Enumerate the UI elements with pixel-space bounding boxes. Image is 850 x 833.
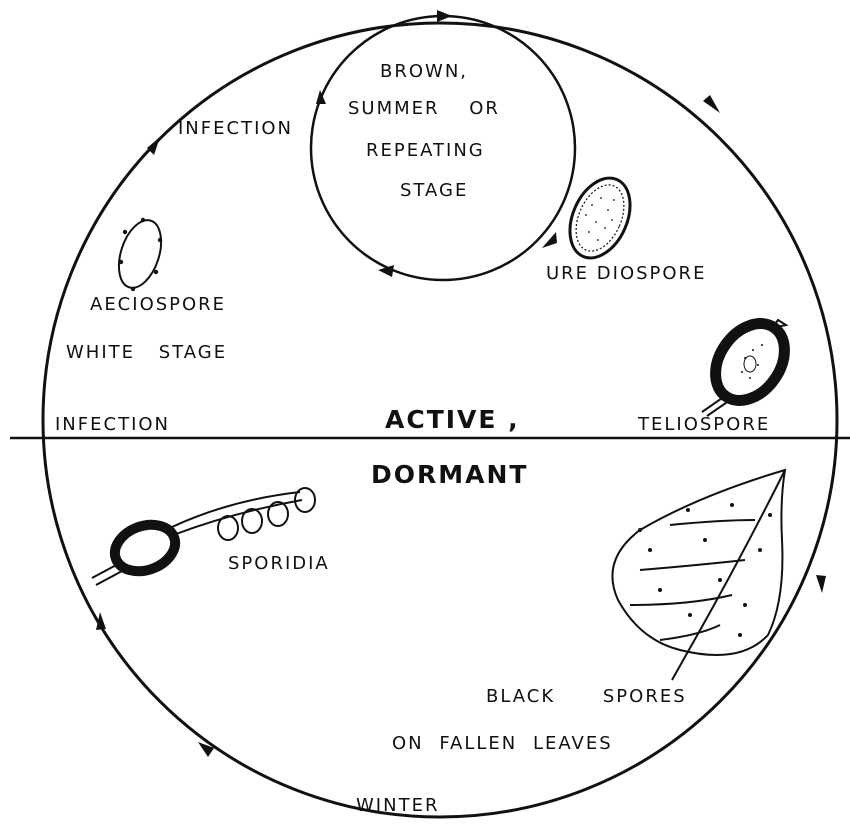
arrow-head-right (816, 575, 826, 593)
arrow-head-top-right (703, 95, 720, 113)
active-label: ACTIVE , (385, 407, 520, 432)
arrow-head-inner-top (437, 10, 452, 22)
on-fallen-leaves-label: ON FALLEN LEAVES (392, 735, 613, 753)
urediospore-label: URE DIOSPORE (546, 265, 706, 283)
summer-stage-line-1: BROWN, (380, 63, 468, 81)
white-stage-label: WHITE STAGE (66, 344, 227, 362)
infection-top-label: INFECTION (178, 120, 293, 138)
summer-stage-line-4: STAGE (400, 182, 468, 200)
infection-left-label: INFECTION (55, 416, 170, 434)
teliospore-drawing (701, 310, 798, 416)
teliospore-label: TELIOSPORE (638, 416, 770, 434)
winter-label: WINTER (356, 797, 439, 815)
summer-stage-line-2: SUMMER OR (348, 100, 500, 118)
arrow-head-left-upper (147, 137, 160, 155)
summer-stage-line-3: REPEATING (366, 142, 485, 160)
black-spores-label: BLACK SPORES (486, 688, 687, 706)
dormant-label: DORMANT (371, 462, 528, 487)
fallen-leaf-drawing (612, 470, 785, 680)
sporidia-label: SPORIDIA (228, 555, 330, 573)
aeciospore-drawing (111, 215, 169, 293)
aeciospore-label: AECIOSPORE (90, 296, 226, 314)
